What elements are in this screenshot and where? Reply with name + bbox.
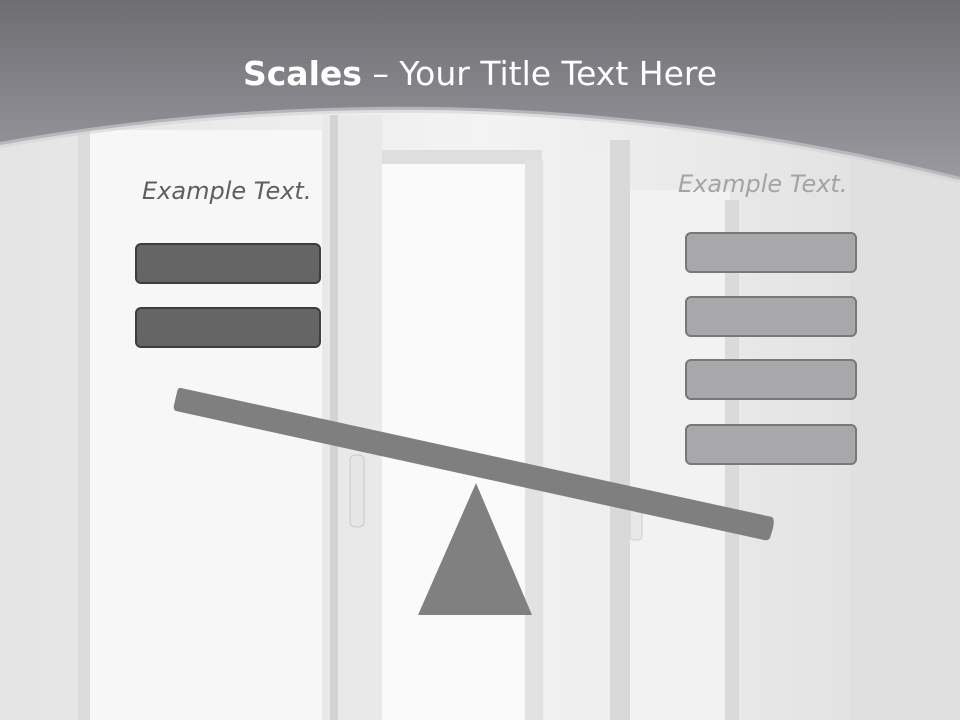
left-block-1	[135, 243, 321, 284]
right-block-2	[685, 296, 857, 337]
scale-beam	[173, 387, 774, 541]
right-block-3	[685, 359, 857, 400]
slide-title: Scales – Your Title Text Here	[0, 52, 960, 96]
right-block-1	[685, 232, 857, 273]
fulcrum-triangle	[418, 483, 532, 615]
left-block-2	[135, 307, 321, 348]
title-main: Scales	[242, 54, 362, 93]
title-rest: – Your Title Text Here	[361, 54, 718, 93]
right-block-4	[685, 424, 857, 465]
left-pan-label: Example Text.	[142, 177, 312, 205]
right-pan-label: Example Text.	[678, 170, 848, 198]
